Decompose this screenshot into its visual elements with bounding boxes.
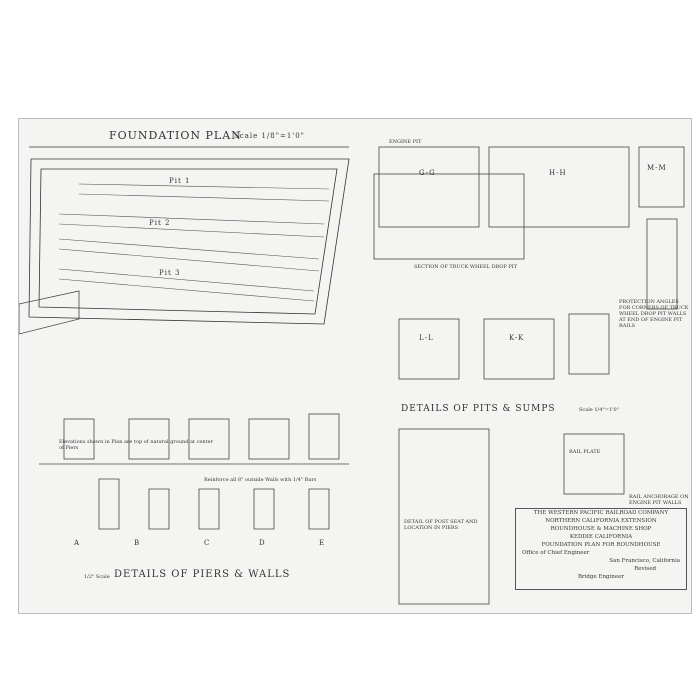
- piers-drawing: [39, 413, 349, 530]
- pit-label: Pit 2: [149, 219, 171, 227]
- anchorage-note: RAIL ANCHORAGE ON ENGINE PIT WALLS: [629, 494, 689, 506]
- engine-pit-label: ENGINE PIT: [389, 139, 422, 145]
- section-hh: H-H: [549, 169, 567, 177]
- pier-letter: C: [204, 539, 211, 547]
- city: San Francisco, California: [609, 558, 680, 564]
- district: NORTHERN CALIFORNIA EXTENSION: [545, 518, 657, 524]
- location: KEDDIE CALIFORNIA: [569, 534, 633, 540]
- title-block: THE WESTERN PACIFIC RAILROAD COMPANY NOR…: [515, 508, 687, 590]
- truck-drop-note: SECTION OF TRUCK WHEEL DROP PIT: [414, 264, 518, 270]
- rail-plate-label: RAIL PLATE: [569, 449, 601, 455]
- drawing-linework: [19, 146, 685, 605]
- foundation-plan-drawing: [19, 146, 350, 335]
- elevations-note: Elevations shown in Plan are top of natu…: [59, 439, 213, 451]
- pit-label: Pit 3: [159, 269, 181, 277]
- foundation-plan-scale: Scale 1/8"=1'0": [234, 132, 305, 140]
- section-gg: G-G: [419, 169, 436, 177]
- project: ROUNDHOUSE & MACHINE SHOP: [550, 526, 652, 532]
- pier-letter: B: [134, 539, 141, 547]
- pit-sections-drawing: [373, 146, 685, 605]
- sumps-scale: Scale 1/4"=1'0": [579, 407, 619, 413]
- pier-letter: E: [319, 539, 326, 547]
- post-note: DETAIL OF POST SEAT AND LOCATION IN PIER…: [404, 519, 478, 531]
- protection-note: PROTECTION ANGLES FOR CORNERS OF TRUCK W…: [619, 299, 689, 329]
- section-kk: K-K: [509, 334, 525, 342]
- reinforce-note: Reinforce all 8" outside Walls with 1/4"…: [204, 477, 317, 483]
- blueprint-sheet: FOUNDATION PLAN Scale 1/8"=1'0" Pit 1 Pi…: [18, 118, 692, 614]
- piers-scale: 1/2" Scale: [84, 574, 110, 580]
- drawing-title: FOUNDATION PLAN FOR ROUNDHOUSE: [541, 542, 661, 548]
- section-ll: L-L: [419, 334, 434, 342]
- section-mm: M-M: [647, 164, 667, 172]
- pier-letter: A: [74, 539, 81, 547]
- sumps-title: DETAILS OF PITS & SUMPS: [401, 404, 556, 414]
- pier-letter: D: [259, 539, 266, 547]
- pit-label: Pit 1: [169, 177, 191, 185]
- company-name: THE WESTERN PACIFIC RAILROAD COMPANY: [533, 510, 669, 516]
- revised: Revised: [634, 566, 656, 572]
- engineer: Bridge Engineer: [578, 574, 624, 580]
- piers-title: DETAILS OF PIERS & WALLS: [114, 569, 291, 580]
- office: Office of Chief Engineer: [522, 550, 590, 556]
- foundation-plan-title: FOUNDATION PLAN: [109, 129, 242, 142]
